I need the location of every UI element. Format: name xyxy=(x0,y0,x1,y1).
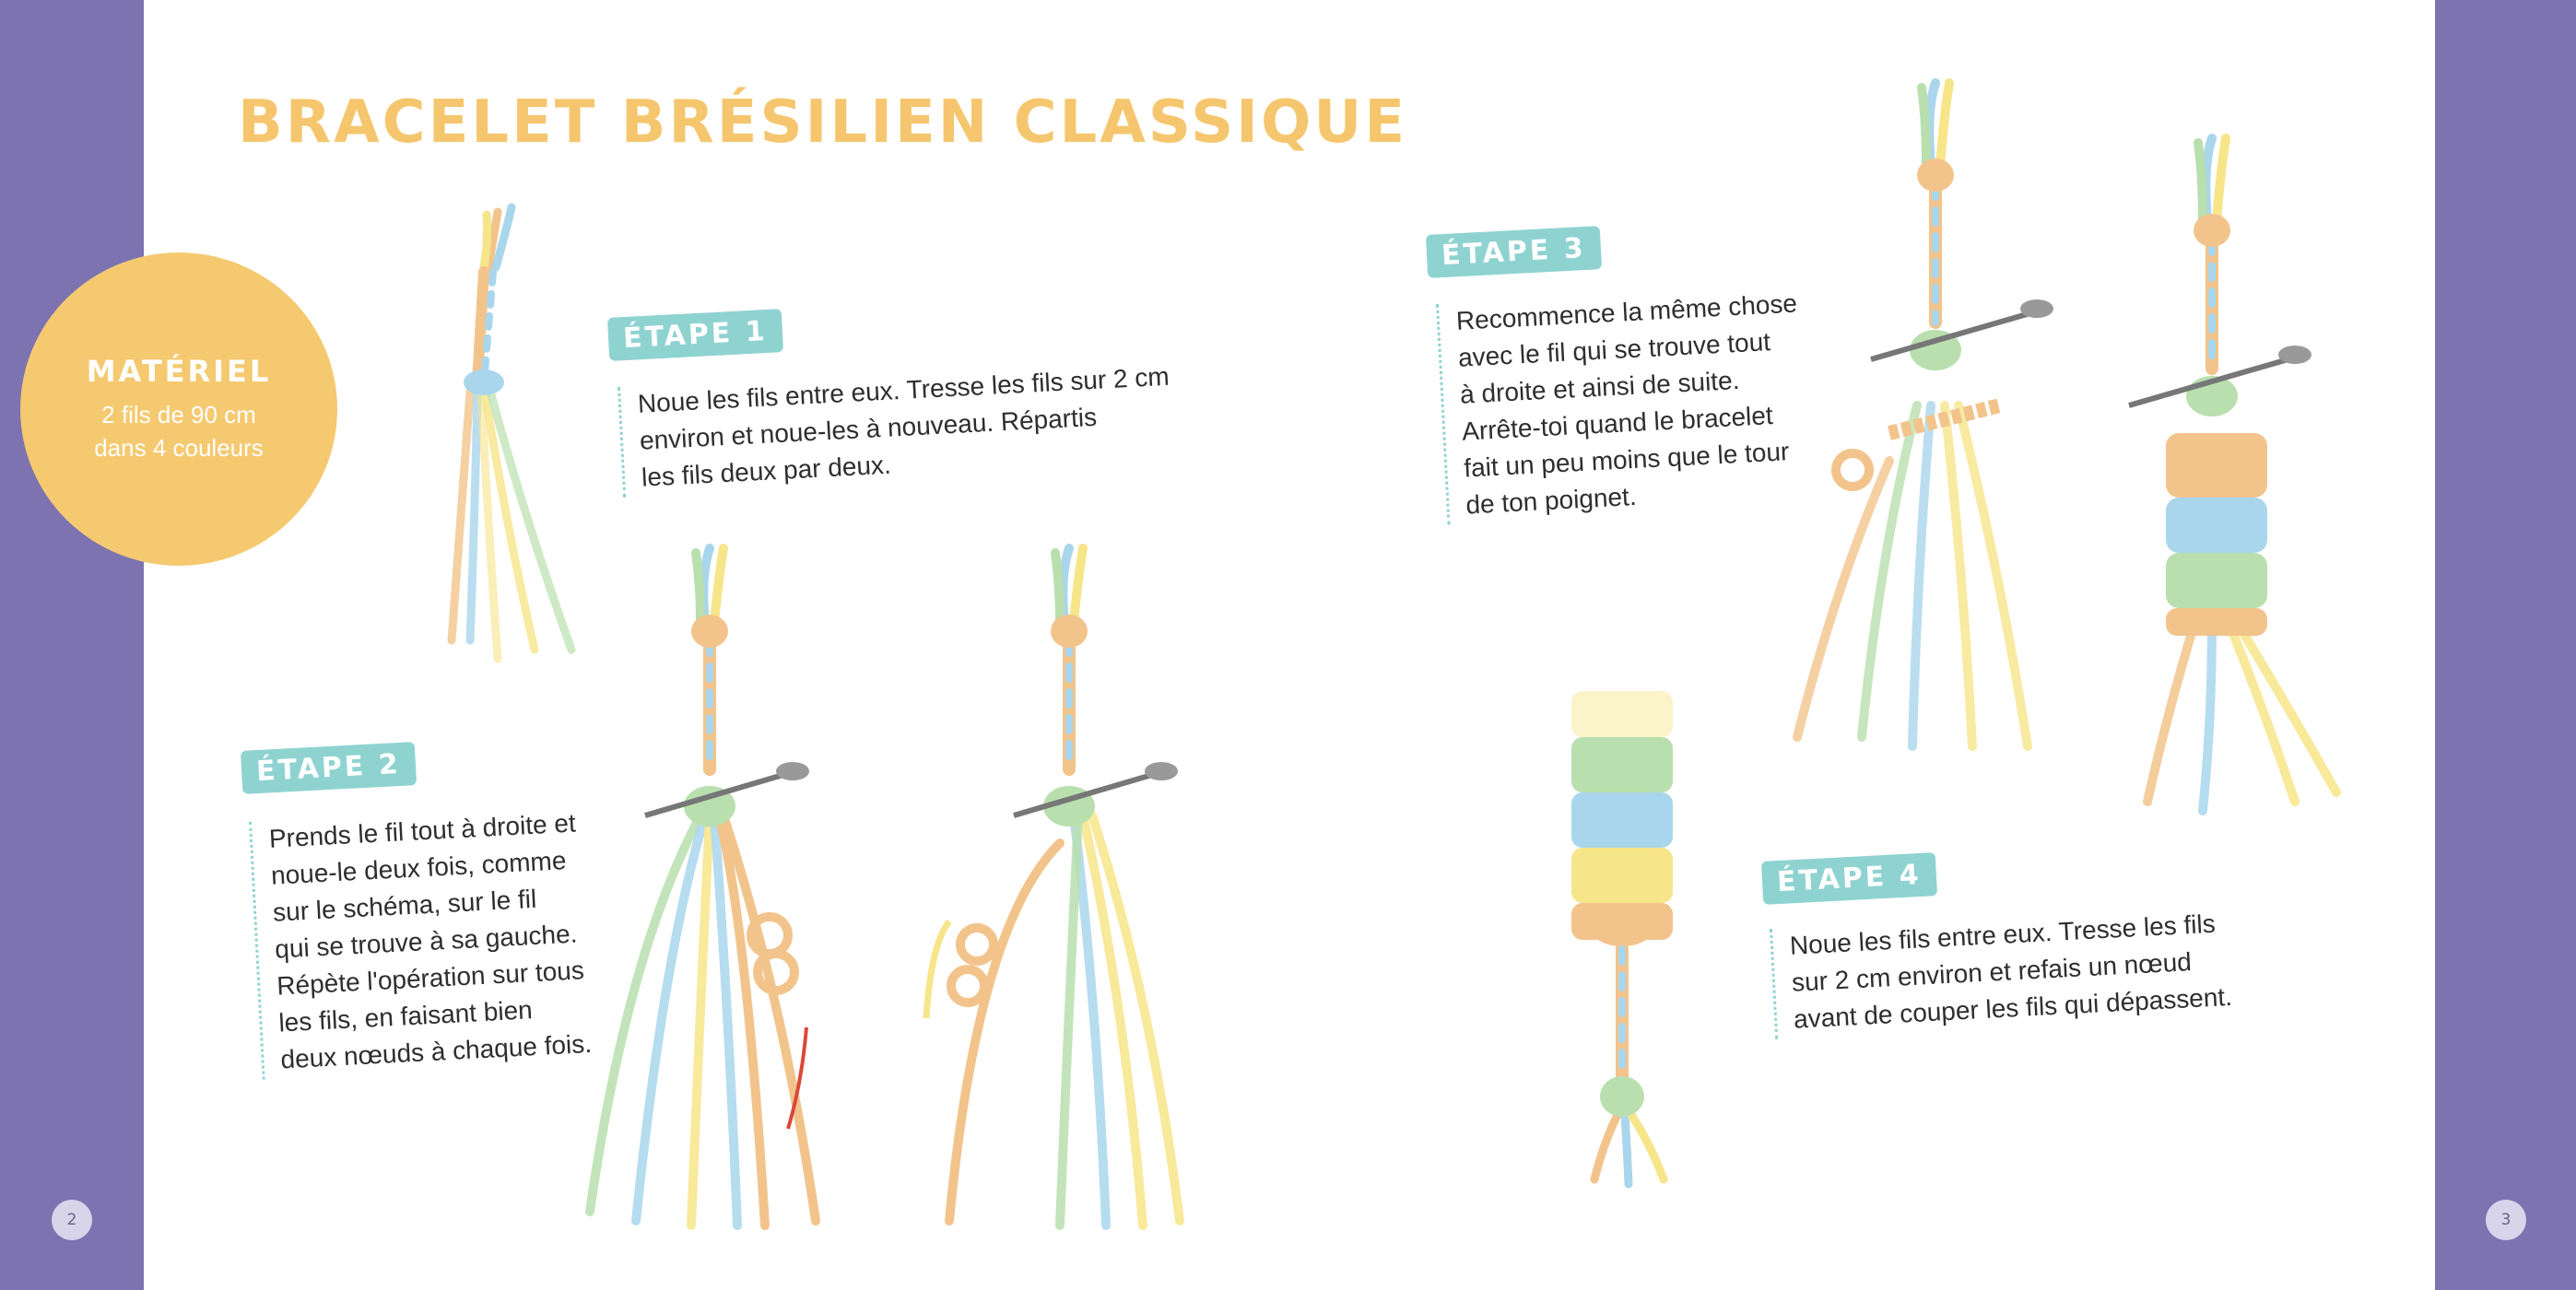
materiel-line: dans 4 couleurs xyxy=(94,434,264,462)
step-2-threads-illustration-b xyxy=(923,544,1184,1230)
step-4-label: ÉTAPE 4 xyxy=(1760,852,1937,905)
step-4-bracelet-illustration xyxy=(1571,691,1673,1189)
right-margin-band xyxy=(2435,0,2576,1290)
step-3-threads-illustration-a xyxy=(1793,78,2053,751)
step-4-text: Noue les fils entre eux. Tresse les fils… xyxy=(1770,904,2233,1039)
step-2-text: Prends le fil tout à droite et noue-le d… xyxy=(249,804,593,1080)
left-margin-band xyxy=(0,0,144,1290)
page-title: BRACELET BRÉSILIEN CLASSIQUE xyxy=(238,88,1408,157)
materiel-heading: MATÉRIEL xyxy=(86,354,272,389)
step-1-label: ÉTAPE 1 xyxy=(606,309,783,361)
step-3-threads-illustration-b xyxy=(2128,134,2341,815)
step-2-threads-illustration-a xyxy=(585,544,820,1230)
step-2-label: ÉTAPE 2 xyxy=(240,742,417,794)
materiel-circle: MATÉRIEL 2 fils de 90 cm dans 4 couleurs xyxy=(20,252,337,566)
step-1-text: Noue les fils entre eux. Tresse les fils… xyxy=(618,358,1174,498)
materiel-line: 2 fils de 90 cm xyxy=(101,401,256,428)
page-number-left: 2 xyxy=(52,1200,92,1240)
step-3-label: ÉTAPE 3 xyxy=(1425,226,1602,278)
page-number-right: 3 xyxy=(2486,1200,2526,1240)
step-1-braid-illustration xyxy=(447,203,576,663)
